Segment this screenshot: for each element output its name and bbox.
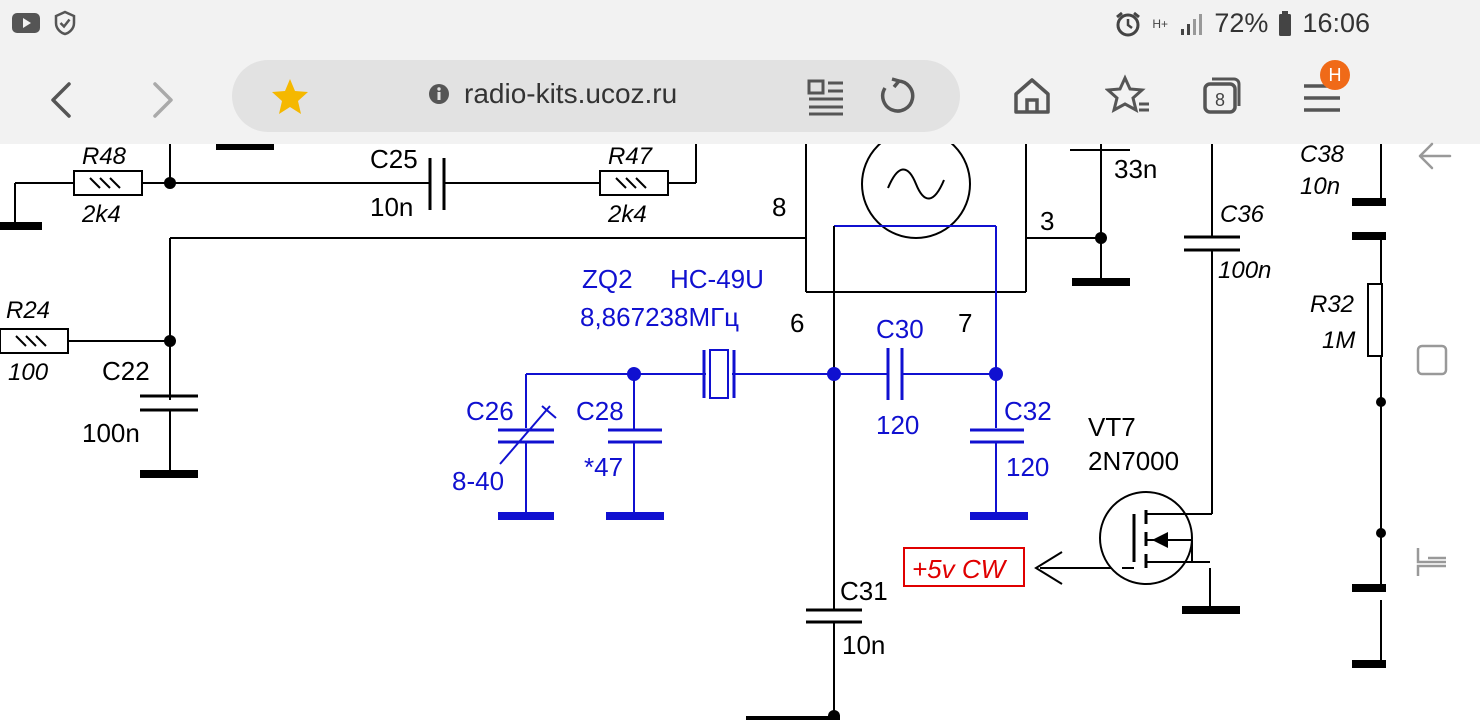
battery-icon — [1279, 10, 1292, 36]
back-icon — [51, 82, 71, 118]
blue-junctions — [627, 367, 1003, 381]
cw-label: +5v CW — [912, 554, 1008, 584]
url-text[interactable]: radio-kits.ucoz.ru — [464, 78, 678, 109]
c28-label: C28 — [576, 396, 624, 426]
youtube-icon — [12, 13, 40, 33]
back-arrow-icon — [1418, 142, 1452, 170]
oscillator-symbol — [861, 144, 971, 239]
bookmark-star-icon — [272, 79, 308, 114]
pin8-label: 8 — [772, 192, 786, 222]
home-button[interactable] — [1010, 74, 1054, 122]
web-content[interactable]: R48 2k4 C25 10n R47 2k4 8 3 6 7 33n C36 … — [0, 144, 1400, 720]
c33-value: 33n — [1114, 154, 1157, 184]
tabs-icon: 8 — [1203, 77, 1241, 114]
reload-button[interactable] — [878, 76, 918, 120]
pin3-label: 3 — [1040, 206, 1054, 236]
c22-label: C22 — [102, 356, 150, 386]
black-capacitors — [140, 158, 1240, 624]
c36-label: C36 — [1220, 201, 1265, 228]
status-bar: H+ 72% 16:06 — [0, 0, 1480, 54]
system-nav-bar — [1400, 142, 1480, 720]
r48-value: 2k4 — [81, 201, 121, 228]
r24-label: R24 — [6, 297, 50, 324]
address-bar[interactable]: radio-kits.ucoz.ru — [232, 60, 960, 132]
forward-button[interactable] — [134, 72, 190, 128]
c31-value: 10n — [842, 630, 885, 660]
c30-value: 120 — [876, 410, 919, 440]
forward-icon — [153, 82, 173, 118]
reader-mode-button[interactable] — [806, 78, 846, 120]
vt7-type: 2N7000 — [1088, 446, 1179, 476]
system-recents-button[interactable] — [1414, 544, 1450, 584]
c25-value: 10n — [370, 192, 413, 222]
menu-notification-badge: H — [1320, 60, 1350, 90]
c36-value: 100n — [1218, 257, 1271, 284]
bookmark-star-button[interactable] — [268, 74, 312, 122]
home-icon — [1014, 78, 1050, 114]
tabs-button[interactable]: 8 — [1200, 74, 1244, 122]
signal-icon — [1181, 13, 1203, 35]
r47-value: 2k4 — [607, 201, 647, 228]
back-button[interactable] — [34, 72, 90, 128]
blue-wiring — [525, 225, 997, 516]
info-icon[interactable] — [428, 83, 450, 105]
r32-label: R32 — [1310, 291, 1354, 318]
battery-percent: 72% — [1214, 8, 1269, 38]
tab-count: 8 — [1215, 90, 1225, 110]
c28-value: *47 — [584, 452, 623, 482]
c26-value: 8-40 — [452, 466, 504, 496]
c38-value: 10n — [1300, 173, 1340, 200]
shield-check-icon — [54, 10, 76, 36]
network-type-label: H+ — [1152, 16, 1169, 31]
zq2-label: ZQ2 — [582, 264, 633, 294]
vt7-transistor — [1099, 491, 1212, 585]
c30-label: C30 — [876, 314, 924, 344]
system-home-button[interactable] — [1414, 342, 1450, 382]
schematic-image: R48 2k4 C25 10n R47 2k4 8 3 6 7 33n C36 … — [0, 144, 1386, 720]
add-bookmark-button[interactable] — [1104, 74, 1151, 122]
c31-label: C31 — [840, 576, 888, 606]
reload-icon — [880, 77, 915, 113]
vt7-label: VT7 — [1088, 412, 1136, 442]
blue-capacitors — [498, 348, 1024, 444]
alarm-icon — [1116, 11, 1141, 36]
resistors — [0, 170, 1383, 357]
pin7-label: 7 — [958, 308, 972, 338]
zq2-type: HC-49U — [670, 264, 764, 294]
black-junctions — [164, 177, 1386, 720]
black-grounds — [0, 144, 1386, 720]
c25-label: C25 — [370, 144, 418, 174]
recent-apps-icon — [1416, 548, 1446, 576]
system-back-button[interactable] — [1414, 140, 1454, 176]
c26-label: C26 — [466, 396, 514, 426]
browser-toolbar: radio-kits.ucoz.ru — [0, 54, 1480, 144]
r47-label: R47 — [608, 144, 654, 170]
r32-value: 1M — [1322, 327, 1355, 354]
c38-label: C38 — [1300, 144, 1345, 168]
cw-label-box — [903, 547, 1025, 587]
r24-value: 100 — [8, 359, 49, 386]
c32-value: 120 — [1006, 452, 1049, 482]
home-square-icon — [1416, 344, 1448, 376]
zq2-frequency: 8,867238МГц — [580, 302, 739, 332]
blue-grounds — [498, 512, 1028, 520]
c22-value: 100n — [82, 418, 140, 448]
c32-label: C32 — [1004, 396, 1052, 426]
add-bookmark-icon — [1104, 74, 1149, 113]
black-wiring — [14, 144, 1382, 720]
pin6-label: 6 — [790, 308, 804, 338]
reader-mode-icon — [807, 79, 843, 116]
r48-label: R48 — [82, 144, 127, 170]
clock-time: 16:06 — [1302, 8, 1370, 38]
